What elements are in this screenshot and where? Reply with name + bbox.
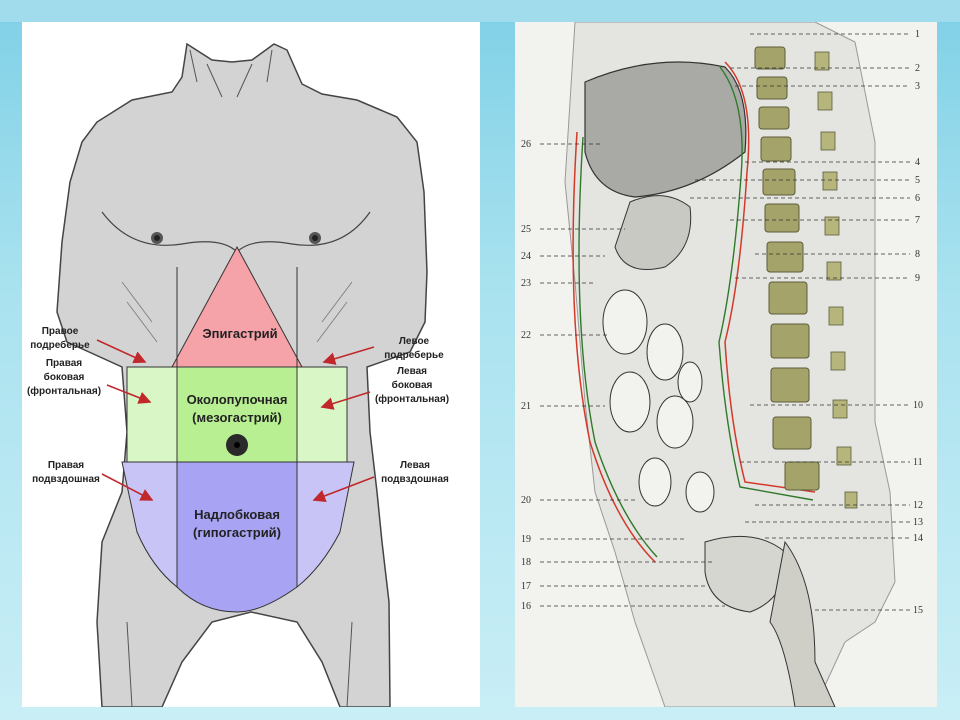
left-hypochondrium-label: Левое подреберье: [384, 336, 444, 361]
svg-text:10: 10: [913, 400, 923, 411]
mesogastrium-label-1: Околопупочная: [187, 392, 288, 407]
peritoneum-green-posterior: [718, 66, 814, 501]
navel-center: [234, 442, 240, 448]
hypogastrium-label-2: (гипогастрий): [193, 525, 281, 540]
svg-text:Правое: Правое: [42, 326, 79, 337]
svg-text:25: 25: [521, 224, 531, 235]
svg-text:13: 13: [913, 517, 923, 528]
right-iliac-label: Правая подвздошная: [32, 460, 100, 485]
left-nipple-center: [312, 235, 318, 241]
arrow-right-hypochondrium: [96, 339, 147, 364]
number-labels-right: 1 2 3 4 5 6 7 8 9 10 11 12 13 14 15: [913, 29, 923, 616]
right-lateral-label: Правая боковая (фронтальная): [27, 358, 101, 397]
svg-text:1: 1: [915, 29, 920, 40]
pubic-region: [176, 461, 298, 613]
svg-text:Левая: Левая: [400, 460, 430, 471]
arrow-left-iliac: [312, 476, 375, 502]
svg-text:2: 2: [915, 63, 920, 74]
left-iliac-label: Левая подвздошная: [381, 460, 449, 485]
svg-text:18: 18: [521, 557, 531, 568]
svg-text:24: 24: [521, 251, 531, 262]
sagittal-section-panel: 1 2 3 4 5 6 7 8 9 10 11 12 13 14 15 26 2…: [515, 22, 937, 707]
peritoneum-red-posterior: [724, 61, 816, 493]
svg-text:17: 17: [521, 581, 531, 592]
spinous-processes: [814, 51, 858, 509]
svg-text:9: 9: [915, 273, 920, 284]
mesogastrium-label-2: (мезогастрий): [192, 410, 282, 425]
arrow-left-hypochondrium: [322, 346, 375, 365]
svg-text:Левое: Левое: [399, 336, 430, 347]
arrow-right-lateral: [106, 384, 152, 404]
right-hypochondrium-label: Правое подреберье: [30, 326, 90, 351]
svg-text:подвздошная: подвздошная: [381, 474, 449, 485]
number-labels-left: 26 25 24 23 22 21 20 19 18 17 16: [521, 139, 531, 612]
svg-text:8: 8: [915, 249, 920, 260]
svg-text:14: 14: [913, 533, 923, 544]
sagittal-section-illustration: 1 2 3 4 5 6 7 8 9 10 11 12 13 14 15 26 2…: [521, 22, 923, 707]
peritoneum-green-anterior: [578, 136, 658, 558]
svg-text:Правая: Правая: [48, 460, 84, 471]
left-iliac-region: [296, 461, 355, 589]
svg-text:20: 20: [521, 495, 531, 506]
liver: [584, 61, 747, 198]
rectum: [769, 540, 836, 707]
svg-text:26: 26: [521, 139, 531, 150]
left-lateral-region: [296, 366, 348, 463]
svg-text:Правая: Правая: [46, 358, 82, 369]
svg-text:подреберье: подреберье: [30, 339, 90, 351]
svg-text:4: 4: [915, 157, 920, 168]
intestine-loops: [602, 289, 715, 513]
rib-lines: [121, 281, 353, 343]
right-lateral-region: [126, 366, 178, 463]
torso-diagram: Эпигастрий Околопупочная (мезогастрий) Н…: [27, 42, 449, 707]
peritoneum-red-anterior: [572, 131, 656, 563]
arrow-left-lateral: [320, 391, 371, 410]
svg-text:12: 12: [913, 500, 923, 511]
epigastrium-label: Эпигастрий: [202, 326, 277, 341]
svg-text:3: 3: [915, 81, 920, 92]
svg-text:Левая: Левая: [397, 366, 427, 377]
right-nipple-center: [154, 235, 160, 241]
svg-text:боковая: боковая: [44, 371, 85, 383]
hypogastrium-label-1: Надлобковая: [194, 507, 280, 522]
top-band: [0, 0, 960, 22]
svg-text:21: 21: [521, 401, 531, 412]
svg-text:19: 19: [521, 534, 531, 545]
svg-text:(фронтальная): (фронтальная): [27, 385, 101, 397]
svg-text:5: 5: [915, 175, 920, 186]
arrow-right-iliac: [101, 473, 154, 501]
stomach: [614, 195, 692, 270]
svg-text:боковая: боковая: [392, 379, 433, 391]
left-lateral-label: Левая боковая (фронтальная): [375, 366, 449, 405]
neck-lines: [189, 49, 273, 98]
svg-text:подвздошная: подвздошная: [32, 474, 100, 485]
svg-text:подреберье: подреберье: [384, 349, 444, 361]
leader-lines-right: [690, 33, 910, 611]
svg-text:22: 22: [521, 330, 531, 341]
svg-text:7: 7: [915, 215, 920, 226]
svg-text:(фронтальная): (фронтальная): [375, 393, 449, 405]
leg-lines: [126, 621, 353, 707]
leader-lines-left: [540, 143, 725, 607]
svg-text:6: 6: [915, 193, 920, 204]
svg-text:15: 15: [913, 605, 923, 616]
svg-text:16: 16: [521, 601, 531, 612]
svg-text:11: 11: [913, 457, 923, 468]
abdominal-regions-panel: Эпигастрий Околопупочная (мезогастрий) Н…: [22, 22, 480, 707]
svg-text:23: 23: [521, 278, 531, 289]
spine-vertebrae: [754, 46, 820, 491]
pointer-arrows: [96, 339, 375, 502]
